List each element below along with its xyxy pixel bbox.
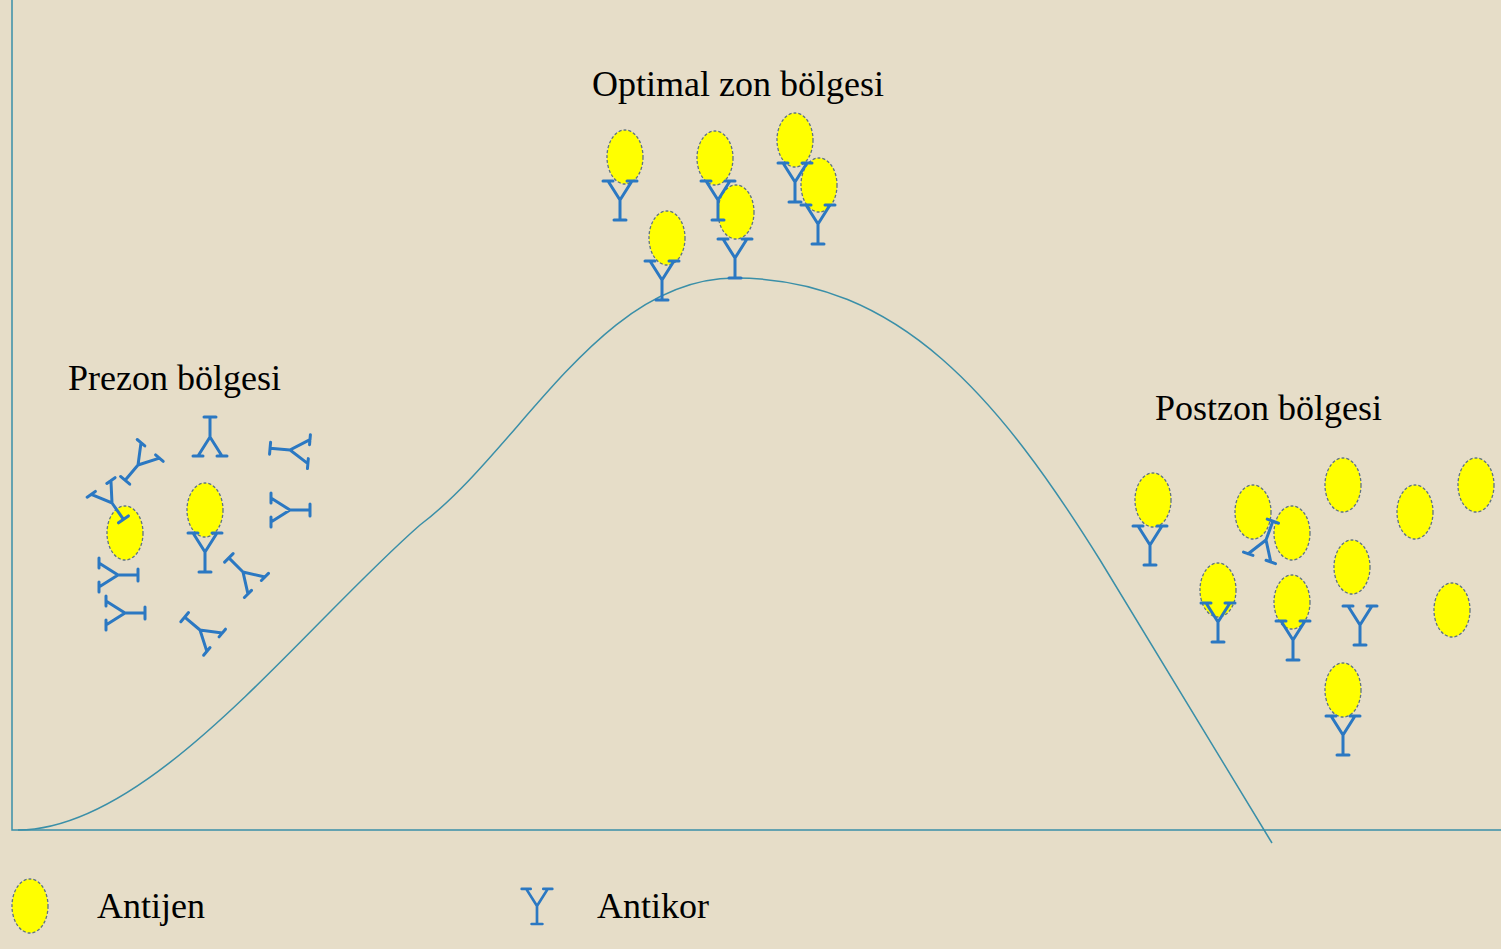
antigen-symbol [777,113,813,167]
zone-label: Prezon bölgesi [68,358,281,399]
antigen-symbol [1434,583,1470,637]
antibody-symbol [778,163,812,202]
antigen-symbol [1397,485,1433,539]
zone-label: Optimal zon bölgesi [592,64,884,105]
antibody-symbol [1201,603,1235,642]
antibody-symbol [99,558,138,592]
antibody-symbol [106,596,145,630]
molecules [87,113,1494,755]
antigen-symbol [697,131,733,185]
antibody-symbol [801,205,835,244]
antibody-symbol [112,440,163,492]
legend-entry: Antikor [510,876,770,938]
antibody-symbol [701,181,735,220]
antibody-symbol [1244,515,1289,563]
antibody-symbol [271,493,310,527]
zone-label: Postzon bölgesi [1155,388,1382,429]
antigen-symbol [1135,473,1171,527]
antigen-symbol [1200,563,1236,617]
antibody-symbol [1343,606,1377,645]
antigen-symbol [649,211,685,265]
legend-entry: Antijen [8,876,268,938]
antibody-symbol [1133,526,1167,565]
precipitation-curve [18,278,1272,843]
antibody-symbol [603,181,637,220]
antibody-symbol [1276,621,1310,660]
antibody-symbol [193,417,227,456]
antibody-symbol [188,533,222,572]
antibody-symbol [174,604,226,655]
antibody-symbol [522,889,553,924]
antigen-symbol [107,506,143,560]
antigen-symbol [1274,506,1310,560]
antigen-symbol [607,130,643,184]
antibody-symbol [217,546,269,598]
legend-swatch [8,876,68,938]
antigen-symbol [1325,663,1361,717]
antibody-symbol [645,261,679,300]
legend-text: Antijen [97,886,205,927]
legend-swatch [510,876,570,938]
antigen-symbol [187,483,223,537]
antigen-symbol [1325,458,1361,512]
antigen-symbol [1458,458,1494,512]
antibody-symbol [269,431,311,468]
antibody-symbol [718,239,752,278]
legend-text: Antikor [597,886,709,927]
antigen-symbol [1334,540,1370,594]
antigen-symbol [1235,485,1271,539]
antigen-symbol [12,879,48,933]
antibody-symbol [1326,716,1360,755]
